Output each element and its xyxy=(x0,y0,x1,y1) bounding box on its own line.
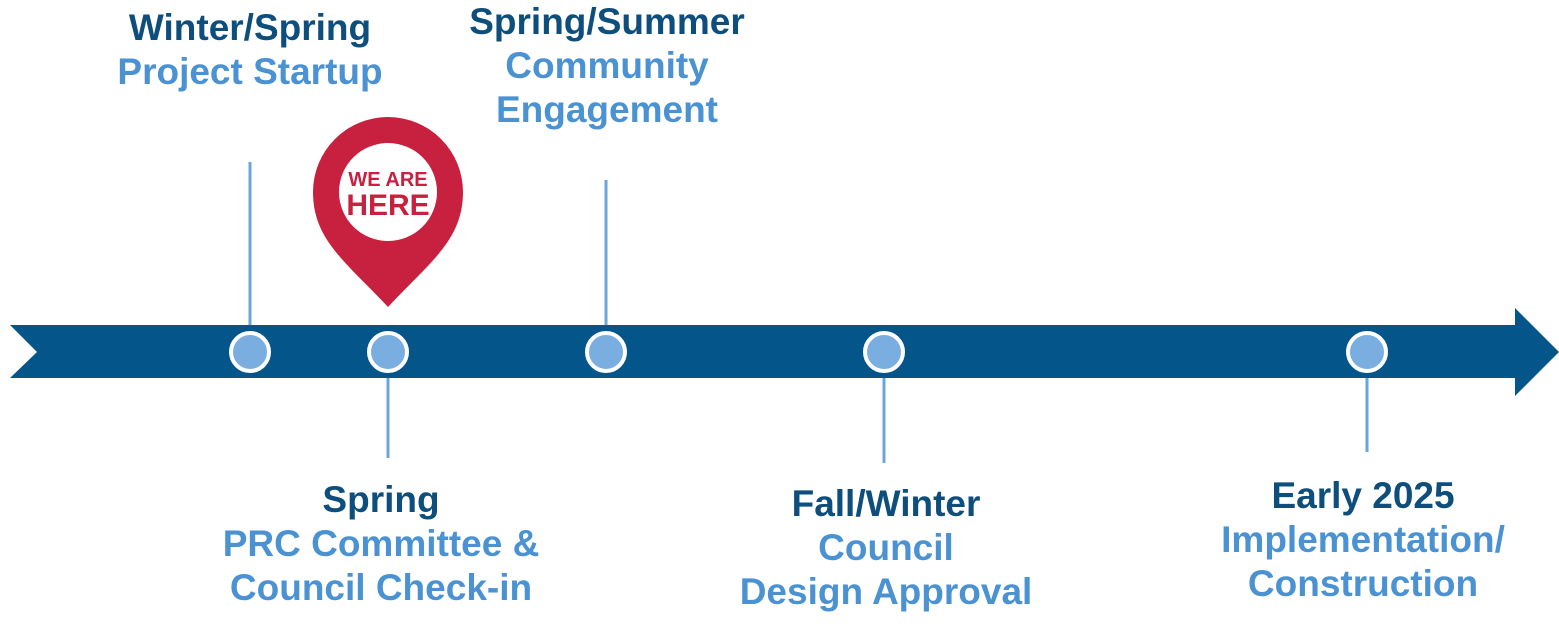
milestone-activity: PRC Committee & Council Check-in xyxy=(222,523,540,608)
milestone-node xyxy=(229,331,271,373)
milestone-period: Winter/Spring xyxy=(128,7,372,48)
milestone-activity: Community Engagement xyxy=(495,45,719,130)
milestone-period: Spring/Summer xyxy=(469,1,745,42)
milestone-node xyxy=(367,331,409,373)
milestone-node xyxy=(585,331,627,373)
milestone-node xyxy=(1346,331,1388,373)
milestone-label: Early 2025 Implementation/ Construction xyxy=(1221,474,1505,606)
pin-label-line2: HERE xyxy=(346,189,429,222)
milestone-activity: Implementation/ Construction xyxy=(1221,519,1505,604)
timeline-arrow xyxy=(10,308,1559,396)
milestone-period: Fall/Winter xyxy=(791,483,981,524)
milestone-label: Winter/Spring Project Startup xyxy=(117,6,382,94)
pin-label-line1: WE ARE xyxy=(348,169,427,191)
milestone-label: Spring/Summer Community Engagement xyxy=(469,0,745,132)
milestone-period: Early 2025 xyxy=(1271,475,1455,516)
milestone-activity: Project Startup xyxy=(117,51,383,92)
milestone-period: Spring xyxy=(322,479,440,520)
milestone-label: Spring PRC Committee & Council Check-in xyxy=(223,478,540,610)
milestone-activity: Council Design Approval xyxy=(739,527,1033,612)
milestone-node xyxy=(863,331,905,373)
location-pin-icon: WE ARE HERE xyxy=(313,117,463,307)
milestone-label: Fall/Winter Council Design Approval xyxy=(740,482,1033,614)
